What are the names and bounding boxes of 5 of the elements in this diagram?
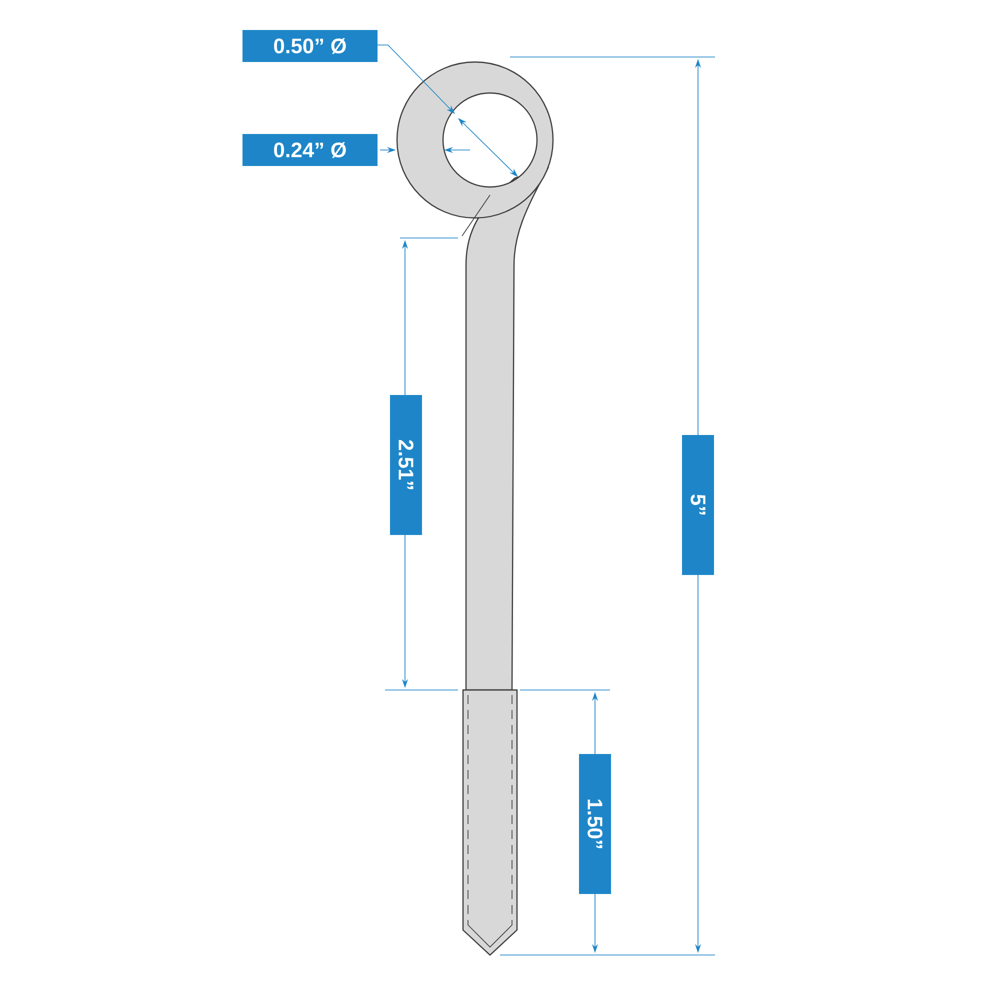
dimension-label: 0.24” Ø	[242, 134, 378, 166]
dimension-label: 0.50” Ø	[242, 30, 378, 62]
dimension-label: 2.51”	[390, 395, 422, 535]
dimension-label: 5”	[682, 435, 714, 575]
dimension-label: 1.50”	[579, 754, 611, 894]
